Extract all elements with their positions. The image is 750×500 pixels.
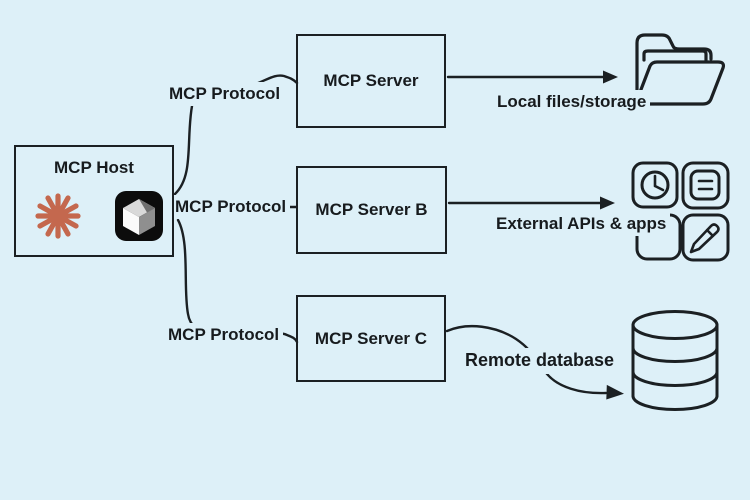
- protocol-label-1: MCP Protocol: [165, 82, 285, 107]
- mcp-server-1-title: MCP Server: [323, 71, 419, 90]
- arrowhead-files: [603, 70, 618, 84]
- list-icon: [681, 161, 730, 210]
- external-apis-label: External APIs & apps: [492, 212, 671, 237]
- claude-starburst-icon: [35, 193, 81, 239]
- mcp-server-b-box: MCP Server B: [296, 166, 447, 254]
- local-files-label: Local files/storage: [493, 90, 651, 115]
- mcp-host-title: MCP Host: [54, 158, 134, 177]
- arrowhead-apis: [600, 196, 615, 210]
- database-icon: [631, 310, 719, 411]
- clock-icon: [631, 161, 679, 209]
- mcp-host-box: MCP Host: [14, 145, 174, 257]
- model-cube-icon: [115, 191, 163, 241]
- protocol-label-2: MCP Protocol: [171, 195, 291, 220]
- mcp-server-c-title: MCP Server C: [314, 328, 428, 348]
- arrowhead-database: [606, 384, 624, 400]
- app-grid-icon: [631, 161, 730, 262]
- mcp-server-1-box: MCP Server: [296, 34, 446, 128]
- mcp-server-b-title: MCP Server B: [315, 200, 428, 219]
- pencil-icon: [681, 213, 730, 262]
- remote-database-label: Remote database: [461, 348, 619, 374]
- mcp-server-c-box: MCP Server C: [296, 295, 446, 382]
- protocol-label-3: MCP Protocol: [164, 323, 284, 348]
